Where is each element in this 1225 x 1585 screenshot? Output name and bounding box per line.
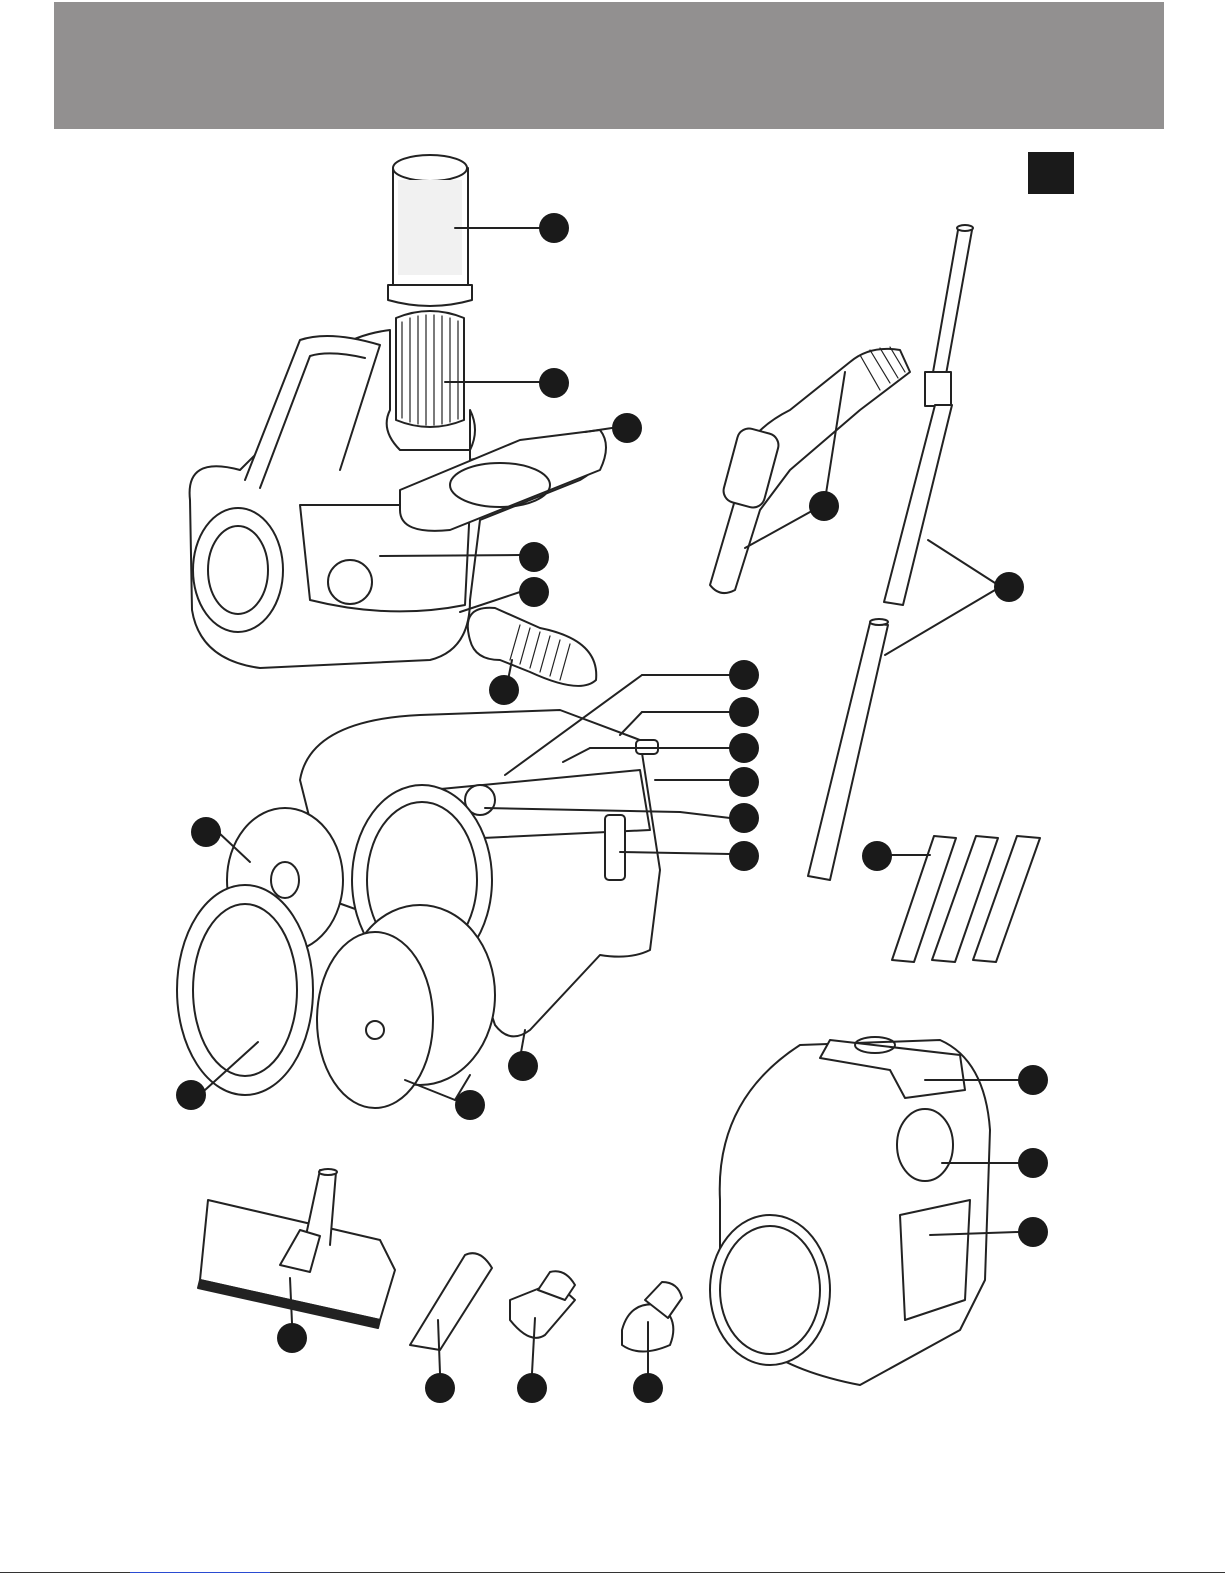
- callout-dot: [425, 1373, 455, 1403]
- callout-dot: [809, 491, 839, 521]
- callout-dot: [862, 841, 892, 871]
- callout-dot: [277, 1323, 307, 1353]
- upholstery-nozzle-illustration: [510, 1271, 575, 1338]
- callout-dot: [517, 1373, 547, 1403]
- callout-dot: [729, 767, 759, 797]
- callout-dot: [539, 213, 569, 243]
- callout-dot: [508, 1051, 538, 1081]
- bagged-vacuum-illustration: [710, 1037, 990, 1385]
- callout-dot: [633, 1373, 663, 1403]
- callout-dot: [1018, 1217, 1048, 1247]
- floor-nozzle-illustration: [198, 1169, 395, 1328]
- exhaust-filter-illustration: [388, 155, 472, 306]
- callout-dot: [176, 1080, 206, 1110]
- footer-link-underline: [130, 1572, 270, 1573]
- callout-dot: [191, 817, 221, 847]
- callout-dot: [729, 660, 759, 690]
- callout-dot: [729, 733, 759, 763]
- callout-dot: [1018, 1148, 1048, 1178]
- callout-dot: [729, 841, 759, 871]
- dusting-brush-illustration: [622, 1282, 682, 1352]
- callout-dot: [1018, 1065, 1048, 1095]
- crevice-tool-illustration: [410, 1253, 492, 1350]
- callout-dot: [729, 803, 759, 833]
- pleated-filter-illustration: [396, 311, 464, 427]
- callout-dot: [612, 413, 642, 443]
- callout-dot: [994, 572, 1024, 602]
- callout-dot: [539, 368, 569, 398]
- callout-dot: [519, 577, 549, 607]
- hose-handle-illustration: [710, 347, 910, 593]
- vacuum-body-rear-illustration: [177, 710, 660, 1108]
- callout-dot: [489, 675, 519, 705]
- callout-dot: [519, 542, 549, 572]
- callout-dot: [729, 697, 759, 727]
- callout-dot: [455, 1090, 485, 1120]
